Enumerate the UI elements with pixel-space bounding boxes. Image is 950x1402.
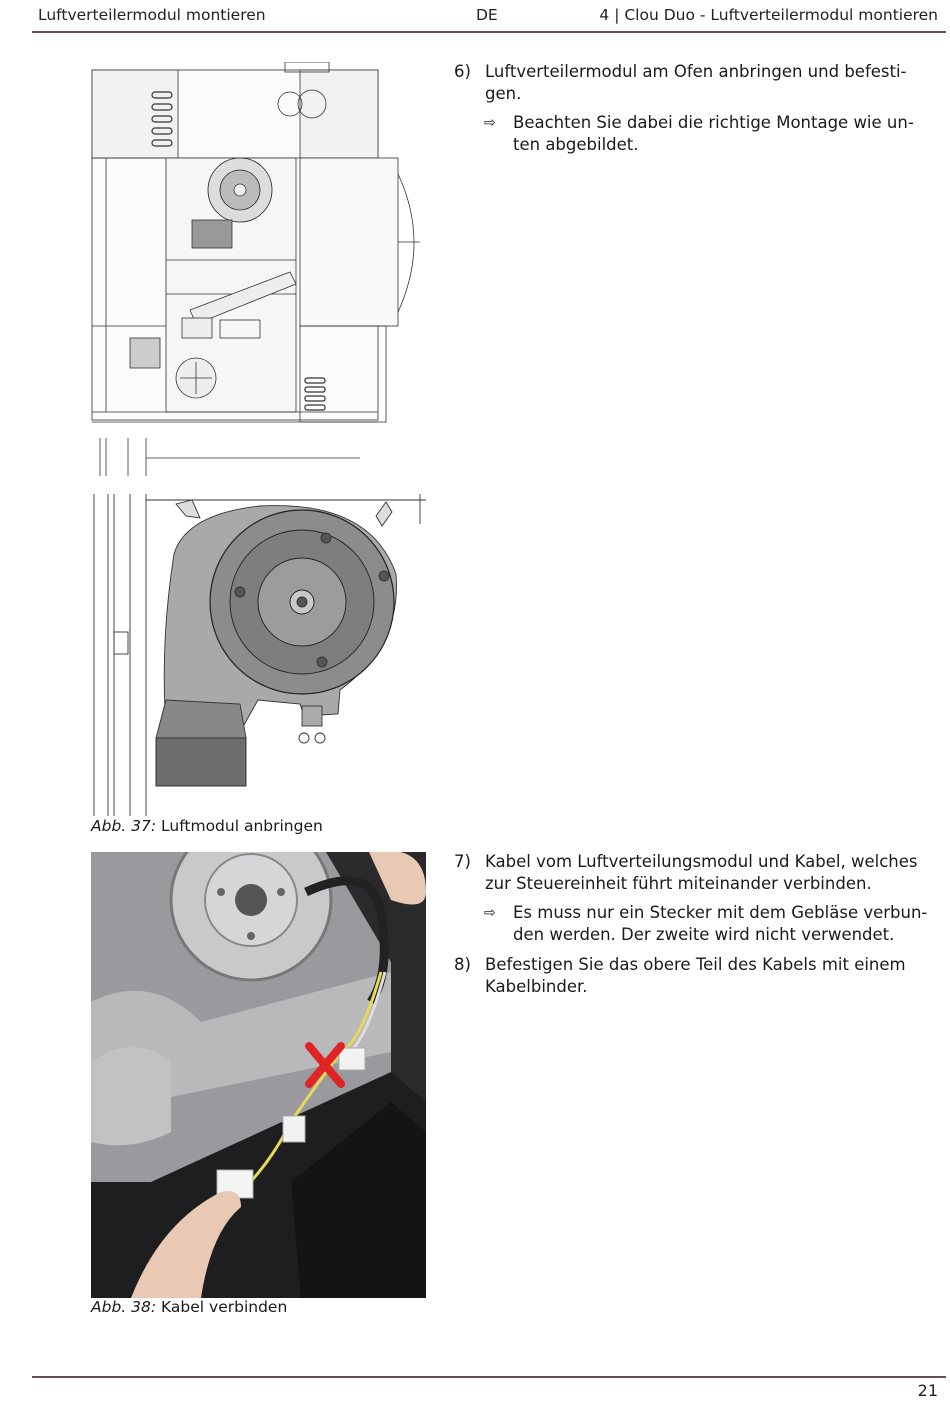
figure-38-title: Kabel verbinden <box>161 1298 288 1316</box>
step-7-note-text: Es muss nur ein Stecker mit dem Gebläse … <box>513 903 928 944</box>
figure-38-label: Abb. 38: <box>91 1298 157 1316</box>
fan-module-drawing <box>90 494 426 816</box>
step-8-number: 8) <box>454 955 471 974</box>
step-6-note: ⇨ Beachten Sie dabei die richtige Montag… <box>484 112 934 156</box>
step-6-number: 6) <box>454 62 471 81</box>
step-8: 8) Befestigen Sie das obere Teil des Kab… <box>454 954 934 998</box>
page-number: 21 <box>917 1381 938 1400</box>
stove-technical-drawing <box>90 62 426 476</box>
header-section-title: Luftverteilermodul montieren <box>38 6 266 24</box>
hollow-right-arrow-icon: ⇨ <box>484 905 496 921</box>
step-8-text: Befestigen Sie das obere Teil des Kabels… <box>485 955 906 996</box>
step-7-text: Kabel vom Luftverteilungsmodul und Kabel… <box>485 852 918 893</box>
figure-37-caption: Abb. 37: Luftmodul anbringen <box>91 817 323 835</box>
footer-rule <box>32 1376 946 1378</box>
header-rule <box>32 31 946 33</box>
header-chapter-title: 4 | Clou Duo - Luftverteilermodul montie… <box>599 6 938 24</box>
header-language: DE <box>476 6 498 24</box>
step-7: 7) Kabel vom Luftverteilungsmodul und Ka… <box>454 851 934 895</box>
step-6-text: Luftverteilermodul am Ofen anbringen und… <box>485 62 907 103</box>
cable-connection-photo <box>91 852 426 1298</box>
step-7-note: ⇨ Es muss nur ein Stecker mit dem Gebläs… <box>484 902 934 946</box>
figure-37-label: Abb. 37: <box>91 817 157 835</box>
step-6: 6) Luftverteilermodul am Ofen anbringen … <box>454 61 934 105</box>
hollow-right-arrow-icon: ⇨ <box>484 115 496 131</box>
step-7-number: 7) <box>454 852 471 871</box>
figure-38-caption: Abb. 38: Kabel verbinden <box>91 1298 287 1316</box>
step-6-note-text: Beachten Sie dabei die richtige Montage … <box>513 113 914 154</box>
figure-37-title: Luftmodul anbringen <box>161 817 323 835</box>
